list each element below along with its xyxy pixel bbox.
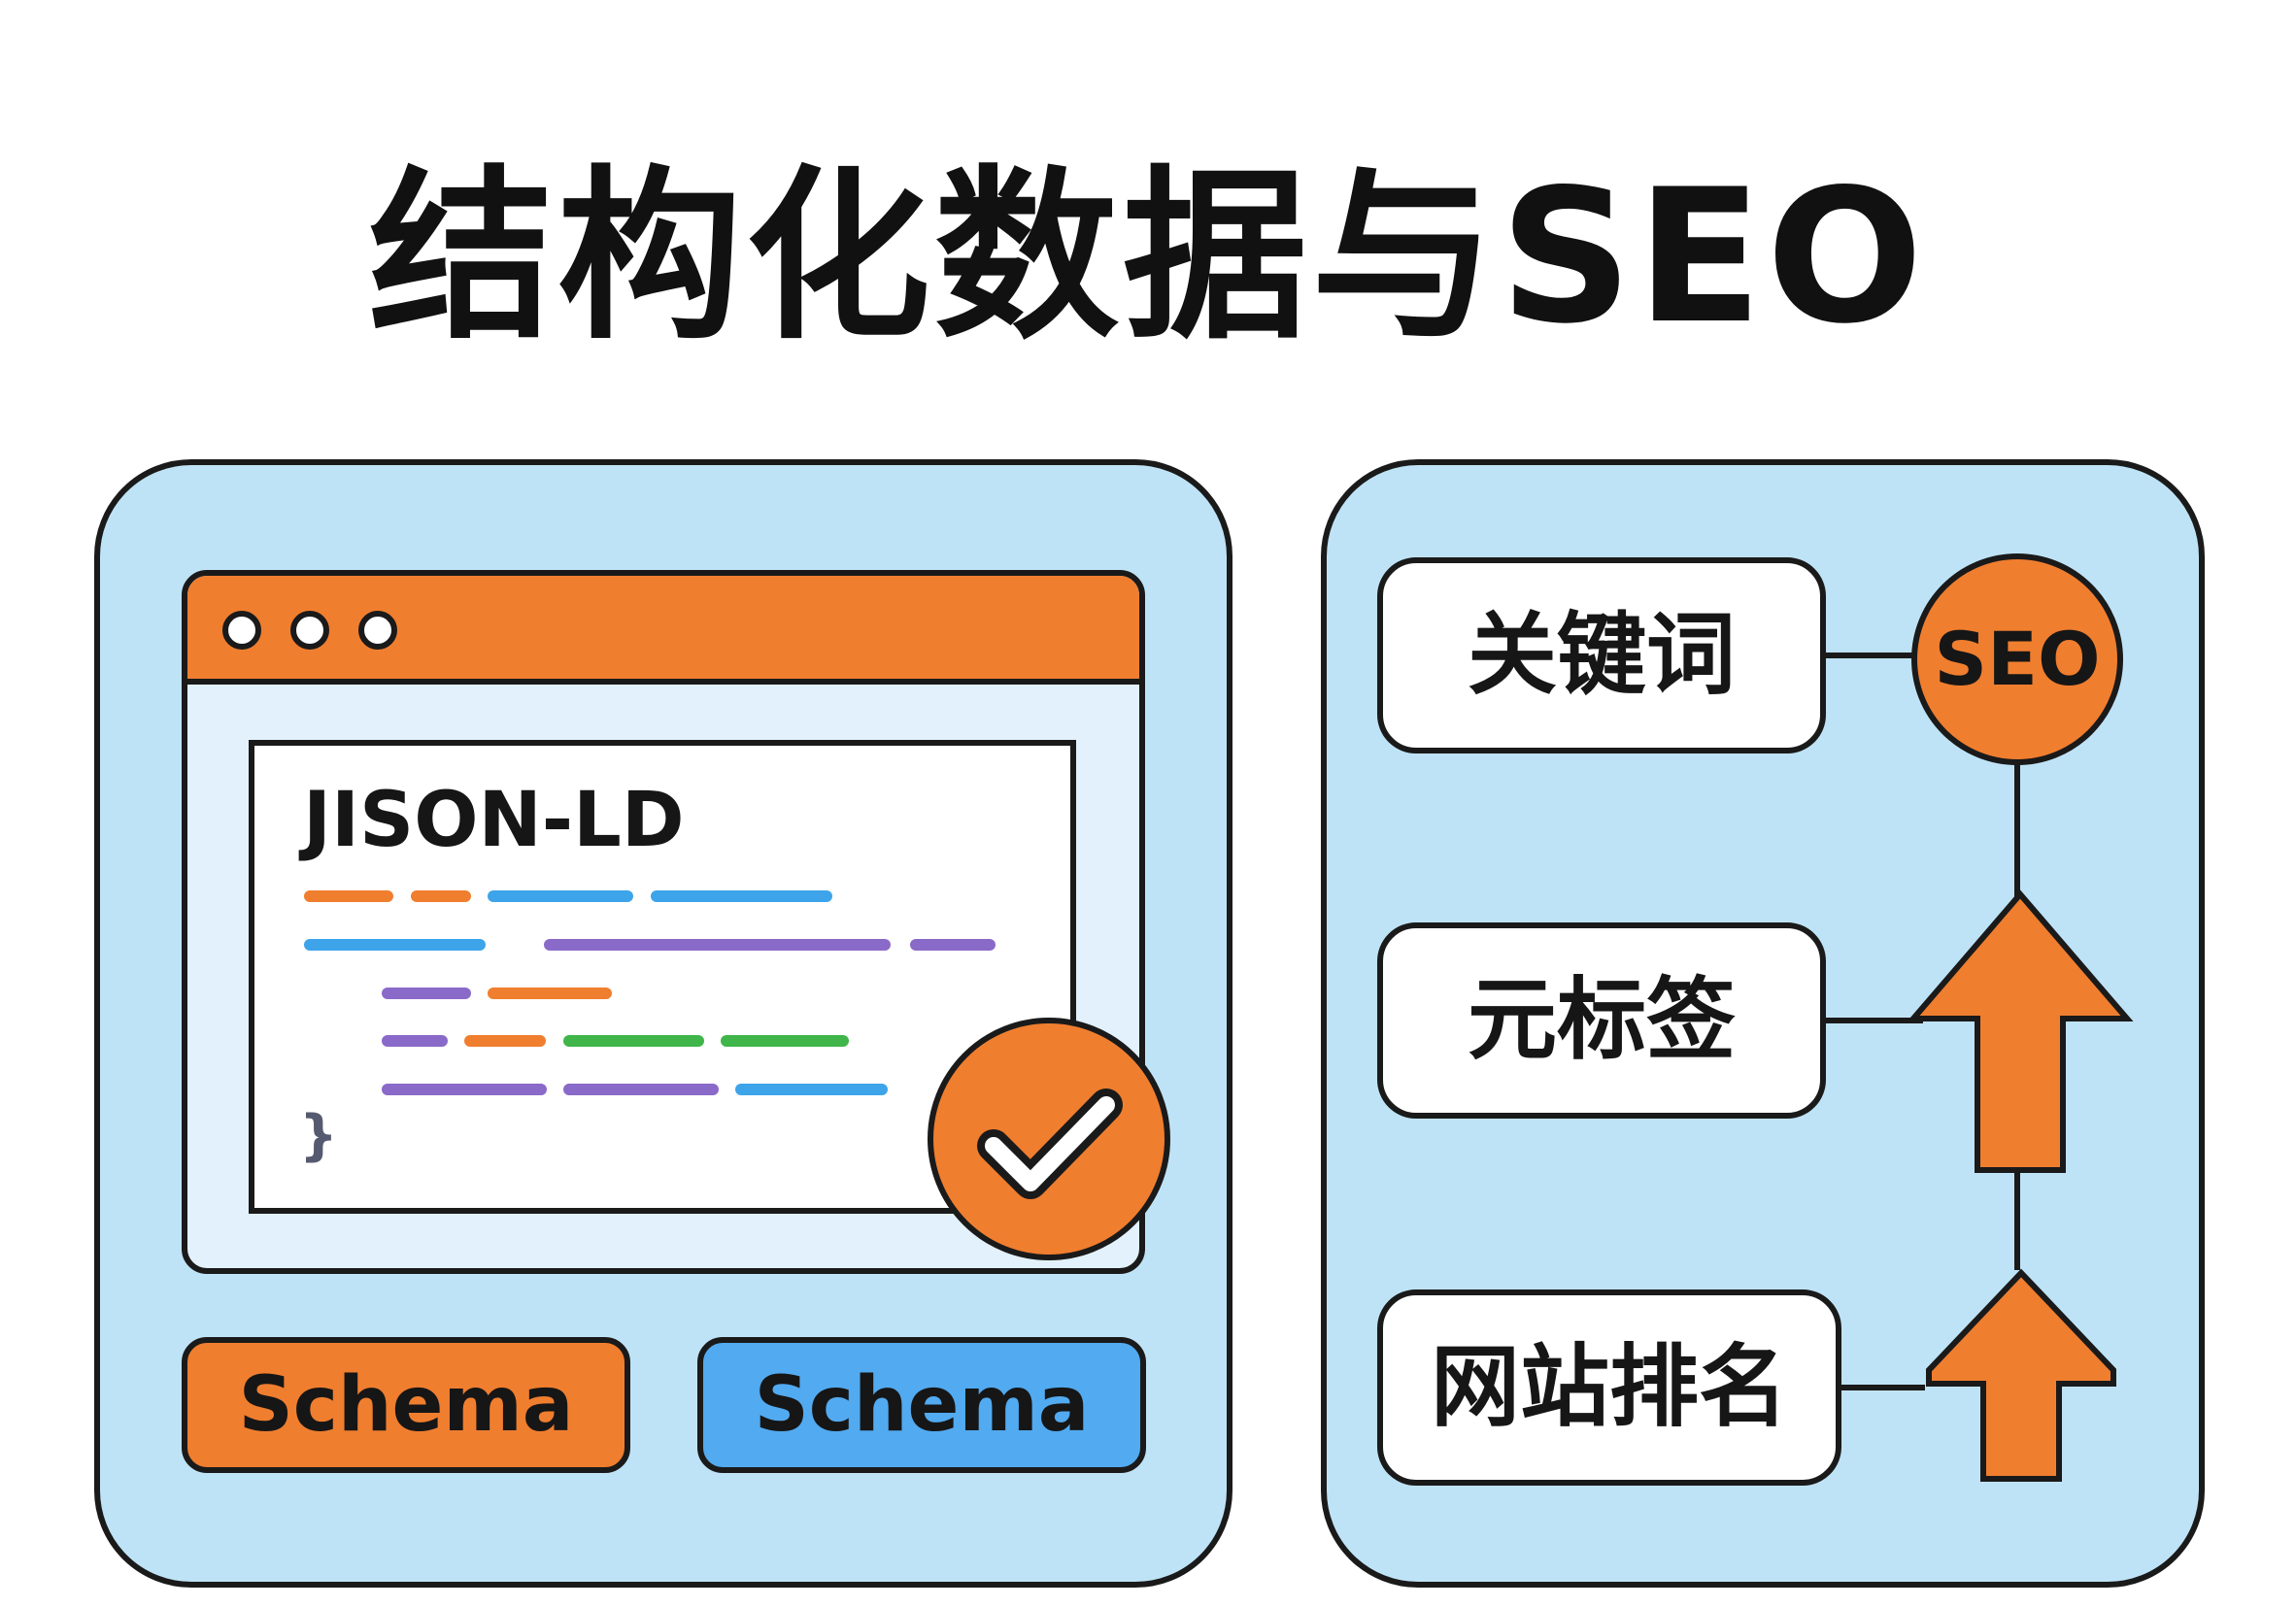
connector-line — [2014, 1173, 2020, 1270]
code-line — [735, 1084, 888, 1095]
window-control-dot — [290, 611, 329, 650]
code-line — [910, 939, 996, 951]
code-line — [488, 890, 633, 902]
code-line — [411, 890, 471, 902]
connector-line — [1826, 653, 1913, 658]
code-line — [382, 1084, 547, 1095]
connector-line — [1841, 1385, 1925, 1390]
code-line — [304, 939, 486, 951]
site-ranking-box: 网站排名 — [1377, 1289, 1841, 1486]
code-line — [304, 890, 393, 902]
code-line — [382, 1035, 448, 1047]
connector-line — [2014, 763, 2020, 897]
code-line — [651, 890, 832, 902]
code-line — [563, 1035, 704, 1047]
code-line — [488, 988, 612, 999]
browser-title-bar — [187, 576, 1139, 685]
code-line — [382, 988, 471, 999]
page-title: 结构化数据与SEO — [368, 150, 1928, 364]
arrow-up-icon — [1926, 1268, 2116, 1482]
check-badge — [928, 1018, 1170, 1260]
code-line — [563, 1084, 719, 1095]
code-editor-card — [249, 740, 1076, 1214]
code-line — [464, 1035, 546, 1047]
window-control-dot — [222, 611, 261, 650]
meta-tag-box: 元标签 — [1377, 922, 1826, 1119]
connector-line — [1826, 1018, 1923, 1023]
code-heading: JISON-LD — [303, 777, 685, 864]
code-line — [544, 939, 891, 951]
code-line — [721, 1035, 849, 1047]
schema-button-blue[interactable]: Schema — [697, 1337, 1146, 1473]
arrow-up-icon — [1907, 889, 2134, 1173]
keyword-box: 关键词 — [1377, 557, 1826, 753]
window-control-dot — [358, 611, 397, 650]
check-icon — [977, 1088, 1123, 1199]
closing-brace: } — [299, 1104, 338, 1167]
schema-button-orange[interactable]: Schema — [182, 1337, 630, 1473]
seo-node: SEO — [1911, 553, 2123, 765]
